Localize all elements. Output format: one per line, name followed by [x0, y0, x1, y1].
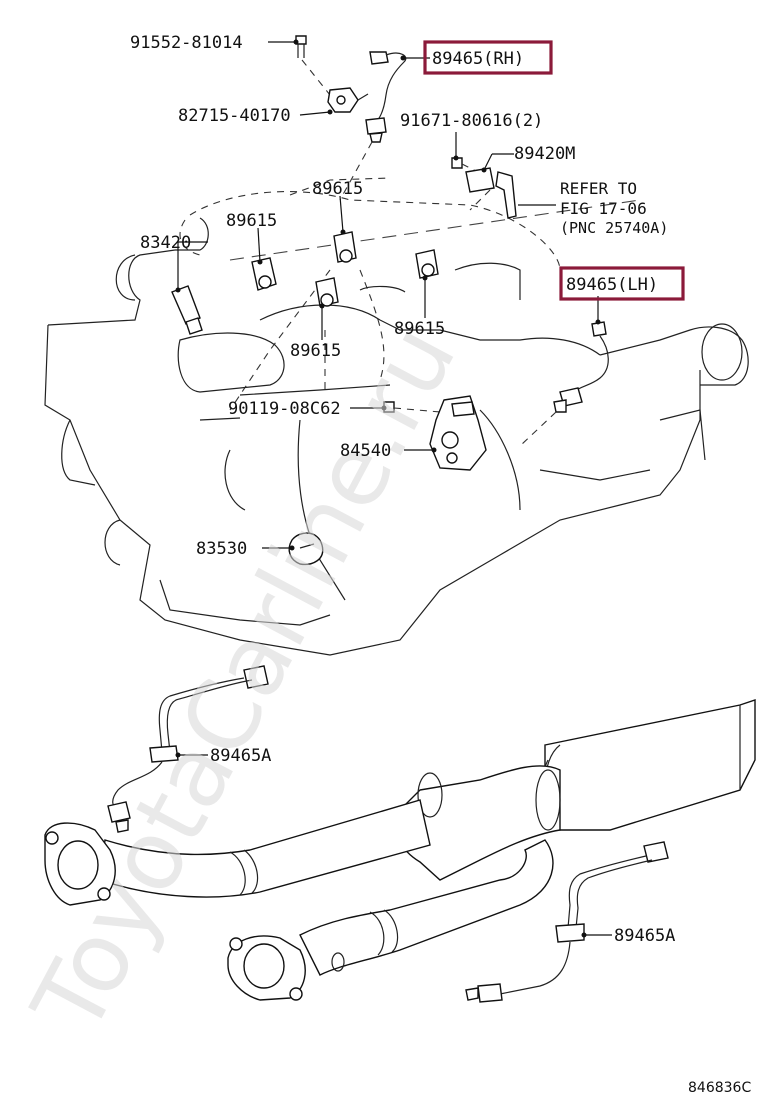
label-temp-sensor[interactable]: 83420: [140, 233, 191, 253]
label-refer-line1: REFER TO: [560, 179, 637, 198]
label-sensor-a-right[interactable]: 89465A: [614, 926, 675, 946]
label-knock-sensor-left[interactable]: 89615: [226, 211, 277, 231]
knock-sensors: [251, 231, 439, 307]
label-knock-sensor-right[interactable]: 89615: [394, 319, 445, 339]
label-oil-switch[interactable]: 83530: [196, 539, 247, 559]
temp-sensor: [171, 285, 203, 335]
exhaust-system: [44, 699, 756, 1001]
crank-sensor-assembly: [451, 157, 517, 219]
label-throttle-sensor[interactable]: 84540: [340, 441, 391, 461]
lower-left-oxygen-sensor: [107, 665, 269, 833]
label-knock-sensor-top[interactable]: 89615: [312, 179, 363, 199]
label-sensor-lh[interactable]: 89465(LH): [566, 275, 658, 295]
label-refer-line2: FIG 17-06: [560, 199, 647, 218]
rh-oxygen-sensor-assembly: [295, 35, 407, 201]
figure-code: 846836C: [688, 1080, 751, 1096]
oil-pressure-switch: [288, 532, 324, 566]
label-bolt-tps[interactable]: 90119-08C62: [228, 399, 341, 419]
highlight-box-lh: [559, 266, 685, 301]
label-bolt-rh[interactable]: 91552-81014: [130, 33, 243, 53]
lower-right-oxygen-sensor: [465, 841, 669, 1003]
label-refer-line3: (PNC 25740A): [560, 219, 668, 237]
label-knock-sensor-center[interactable]: 89615: [290, 341, 341, 361]
label-crank-sensor[interactable]: 89420M: [514, 144, 575, 164]
highlight-box-rh: [423, 40, 553, 75]
lh-oxygen-sensor-assembly: [519, 321, 609, 447]
label-sensor-a-left[interactable]: 89465A: [210, 746, 271, 766]
engine-block-outline: [44, 177, 749, 656]
throttle-position-sensor: [383, 395, 487, 471]
label-bolt-2[interactable]: 91671-80616(2): [400, 111, 543, 131]
label-bracket-rh[interactable]: 82715-40170: [178, 106, 291, 126]
label-sensor-rh[interactable]: 89465(RH): [432, 49, 524, 69]
leader-lines: [175, 39, 612, 938]
